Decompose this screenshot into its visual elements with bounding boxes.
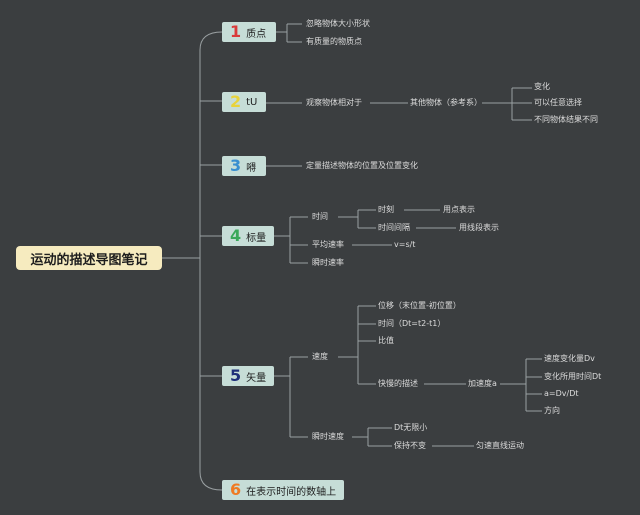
- topic-number: 6: [230, 480, 242, 499]
- connector: [276, 23, 302, 43]
- subtopic-node[interactable]: Dt无限小: [394, 423, 428, 432]
- subtopic-node[interactable]: 忽略物体大小形状: [306, 19, 370, 28]
- connector: [274, 356, 308, 438]
- subtopic-node[interactable]: 定量描述物体的位置及位置变化: [306, 161, 418, 170]
- topic-number: 1: [230, 22, 242, 41]
- topic-label: 矢量: [246, 372, 267, 384]
- trunk-connector: [199, 31, 223, 491]
- topic-number: 5: [230, 366, 242, 385]
- subtopic-node[interactable]: 比值: [378, 336, 394, 345]
- connector: [338, 209, 376, 229]
- subtopic-node[interactable]: 用点表示: [443, 205, 475, 214]
- topic-label: 标量: [246, 232, 267, 244]
- root-node[interactable]: 运动的描述导图笔记: [16, 246, 162, 270]
- subtopic-node[interactable]: 方向: [544, 406, 560, 415]
- subtopic-node[interactable]: 变化所用时间Dt: [544, 372, 602, 381]
- subtopic-node[interactable]: 位移（末位置-初位置）: [378, 301, 461, 310]
- topic-5-node[interactable]: 5 矢量: [222, 366, 274, 386]
- topic-6-node[interactable]: 6 在表示时间的数轴上: [222, 480, 344, 500]
- connector: [338, 305, 376, 385]
- topic-label: 嘚: [246, 162, 257, 174]
- subtopic-node[interactable]: 变化: [534, 82, 550, 91]
- topic-2-node[interactable]: 2 tU: [222, 92, 266, 112]
- subtopic-node[interactable]: 平均速率: [312, 240, 344, 249]
- subtopic-node[interactable]: 瞬时速率: [312, 258, 344, 267]
- subtopic-node[interactable]: 瞬时速度: [312, 432, 344, 441]
- subtopic-node[interactable]: 观察物体相对于: [306, 98, 362, 107]
- topic-label: 在表示时间的数轴上: [246, 486, 337, 498]
- connector: [500, 358, 542, 412]
- subtopic-node[interactable]: a=Dv/Dt: [544, 389, 579, 398]
- topic-label: tU: [246, 96, 258, 108]
- subtopic-node[interactable]: 其他物体（参考系）: [410, 98, 482, 107]
- subtopic-node[interactable]: 匀速直线运动: [476, 441, 524, 450]
- connector: [352, 427, 392, 447]
- subtopic-node[interactable]: 速度: [312, 352, 328, 361]
- subtopic-node[interactable]: 时间间隔: [378, 223, 410, 232]
- subtopic-node[interactable]: 有质量的物质点: [306, 37, 362, 46]
- topic-4-node[interactable]: 4 标量: [222, 226, 274, 246]
- subtopic-node[interactable]: 保持不变: [394, 441, 426, 450]
- subtopic-node[interactable]: 时刻: [378, 205, 394, 214]
- connector: [482, 87, 532, 121]
- topic-number: 2: [230, 92, 242, 111]
- subtopic-node[interactable]: 可以任意选择: [534, 98, 582, 107]
- subtopic-node[interactable]: 时间（Dt=t2-t1）: [378, 319, 446, 328]
- topic-3-node[interactable]: 3 嘚: [222, 156, 266, 176]
- subtopic-node[interactable]: 快慢的描述: [378, 379, 418, 388]
- topic-number: 4: [230, 226, 242, 245]
- connector: [274, 216, 308, 264]
- subtopic-node[interactable]: 速度变化量Dv: [544, 354, 595, 363]
- subtopic-node[interactable]: 不同物体结果不同: [534, 115, 598, 124]
- subtopic-node[interactable]: 加速度a: [468, 379, 497, 388]
- topic-1-node[interactable]: 1 质点: [222, 22, 276, 42]
- topic-number: 3: [230, 156, 242, 175]
- subtopic-node[interactable]: 时间: [312, 212, 328, 221]
- topic-label: 质点: [246, 28, 267, 40]
- subtopic-node[interactable]: v=s/t: [394, 240, 416, 249]
- subtopic-node[interactable]: 用线段表示: [459, 223, 499, 232]
